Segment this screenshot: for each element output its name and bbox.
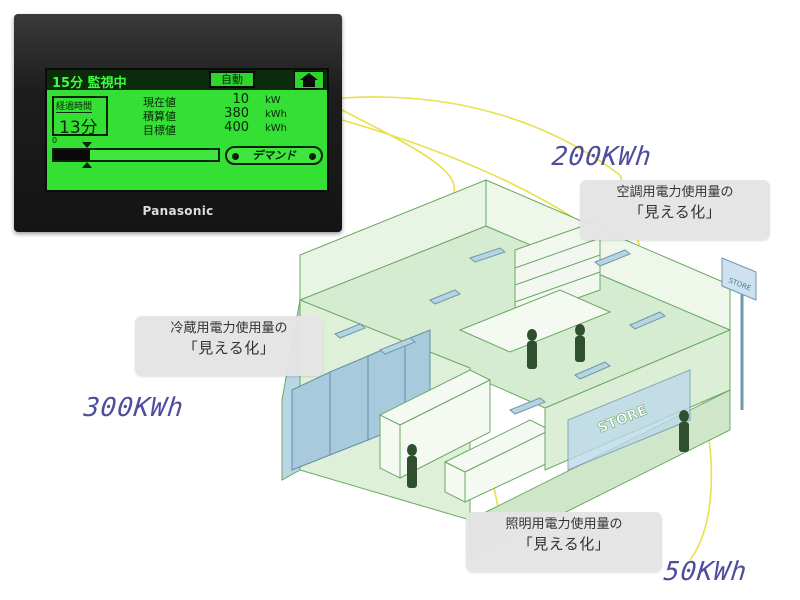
target-marker-top-icon — [82, 142, 92, 148]
brand-logo: Panasonic — [14, 204, 342, 218]
lighting-callout: 照明用電力使用量の 「見える化」 — [466, 512, 662, 572]
home-icon[interactable] — [294, 71, 324, 89]
status-bar: 15分 監視中 — [47, 70, 327, 90]
usage-progress-fill — [54, 150, 90, 160]
auto-button[interactable]: 自動 — [209, 71, 255, 88]
dot-right-icon — [309, 153, 316, 160]
reading-unit: kWh — [265, 123, 287, 134]
reading-value: 10 — [209, 92, 249, 107]
reading-value: 380 — [209, 106, 249, 121]
fridge-callout: 冷蔵用電力使用量の 「見える化」 — [135, 316, 323, 376]
elapsed-time-box: 経過時間 13分 — [52, 96, 108, 136]
fridge-callout-title: 冷蔵用電力使用量の — [141, 320, 317, 338]
reading-value: 400 — [209, 120, 249, 135]
reading-unit: kWh — [265, 109, 287, 120]
reading-unit: kW — [265, 95, 281, 106]
lighting-kwh-value: 50KWh — [662, 557, 748, 587]
ac-callout-subtitle: 「見える化」 — [586, 202, 764, 222]
demand-button[interactable]: デマンド — [225, 146, 323, 165]
energy-monitor-device: 15分 監視中 自動 経過時間 13分 現在値 10 kW 積算値 380 kW… — [14, 14, 342, 232]
bar-min-label: 0 — [52, 136, 57, 145]
reading-label: 目標値 — [143, 122, 176, 138]
status-text: 15分 監視中 — [52, 72, 127, 91]
fridge-callout-subtitle: 「見える化」 — [141, 338, 317, 358]
ac-kwh-value: 200KWh — [550, 142, 653, 172]
lighting-callout-subtitle: 「見える化」 — [472, 534, 656, 554]
dot-left-icon — [232, 153, 239, 160]
demand-button-label: デマンド — [252, 149, 296, 162]
ac-callout: 空調用電力使用量の 「見える化」 — [580, 180, 770, 240]
usage-progress-bar — [52, 148, 220, 162]
elapsed-time-value: 13分 — [59, 113, 98, 138]
fridge-kwh-value: 300KWh — [82, 393, 185, 423]
target-marker-bottom-icon — [82, 162, 92, 168]
lighting-callout-title: 照明用電力使用量の — [472, 516, 656, 534]
ac-callout-title: 空調用電力使用量の — [586, 184, 764, 202]
elapsed-time-label: 経過時間 — [56, 99, 92, 113]
monitor-screen: 15分 監視中 自動 経過時間 13分 現在値 10 kW 積算値 380 kW… — [45, 68, 329, 192]
